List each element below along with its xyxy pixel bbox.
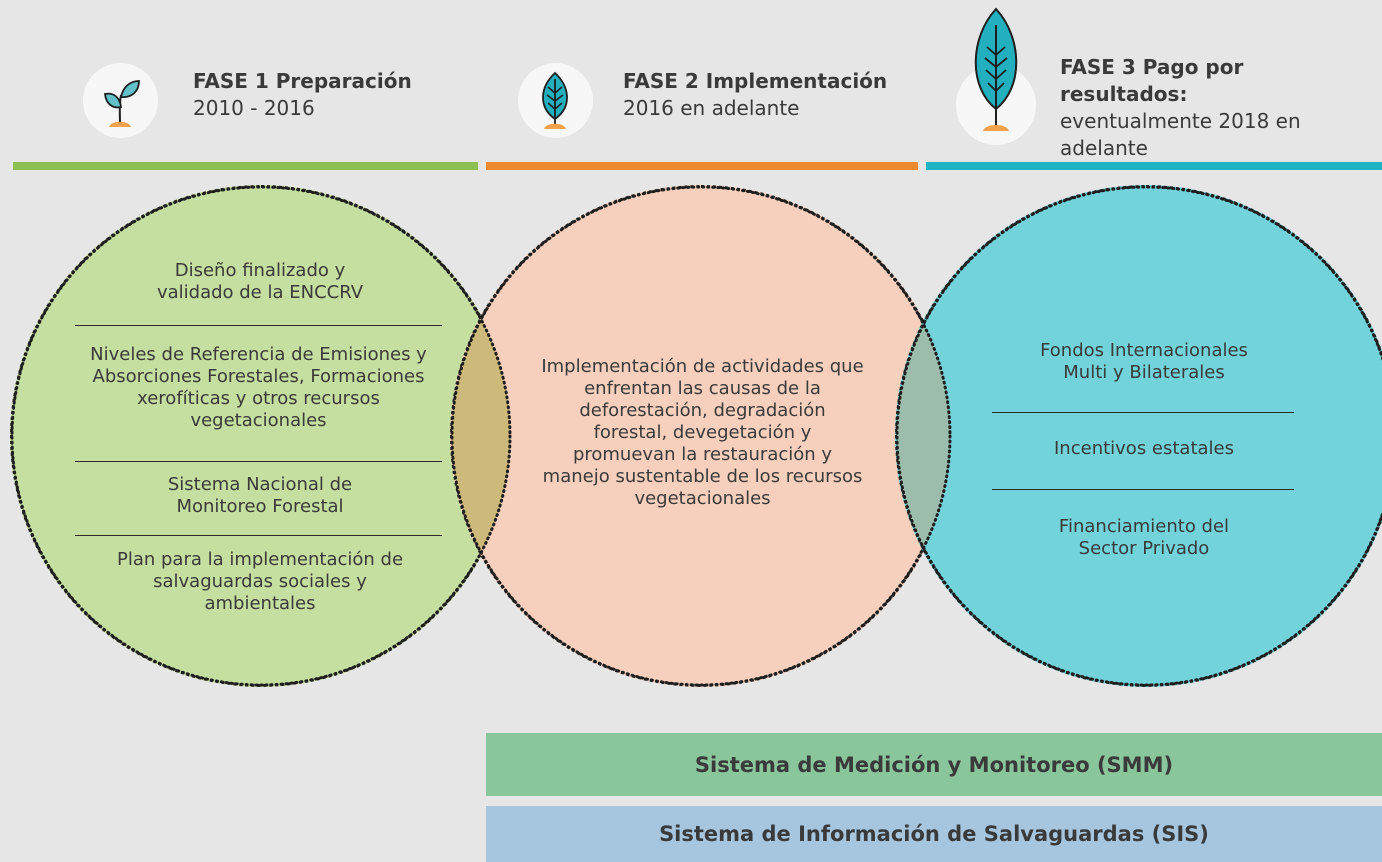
phase-2-text: FASE 2 Implementación 2016 en adelante: [623, 68, 887, 122]
phase-dates: 2016 en adelante: [623, 96, 800, 120]
leaf-icon: [518, 63, 593, 138]
right-item-3: Financiamiento del Sector Privado: [1058, 516, 1230, 559]
sis-bar: Sistema de Información de Salvaguardas (…: [486, 806, 1382, 862]
phase-1-bar: [13, 162, 478, 170]
sprout-icon: [83, 63, 158, 138]
phase-2-bar: [486, 162, 918, 170]
left-divider-3: [75, 535, 442, 536]
right-divider-1: [992, 412, 1294, 413]
phase-3-bar: [926, 162, 1382, 170]
middle-text: Implementación de actividades que enfren…: [541, 356, 864, 509]
left-item-4: Plan para la implementación de salvaguar…: [116, 549, 404, 614]
smm-bar: Sistema de Medición y Monitoreo (SMM): [486, 733, 1382, 796]
right-item-2: Incentivos estatales: [1054, 438, 1234, 459]
phase-3-circle: [895, 185, 1382, 687]
phase-title: FASE 2 Implementación: [623, 69, 888, 93]
left-item-2: Niveles de Referencia de Emisiones y Abs…: [90, 344, 427, 431]
phase-3-text: FASE 3 Pago por resultados: eventualment…: [1060, 54, 1340, 162]
phase-title: FASE 3 Pago por resultados:: [1060, 55, 1244, 106]
left-item-1: Diseño finalizado y validado de la ENCCR…: [156, 260, 364, 303]
left-divider-1: [75, 325, 442, 326]
tree-icon: [956, 7, 1036, 145]
phase-title: FASE 1 Preparación: [193, 69, 412, 93]
phase-1-text: FASE 1 Preparación 2010 - 2016: [193, 68, 412, 122]
phase-dates: eventualmente 2018 en adelante: [1060, 109, 1301, 160]
phase-dates: 2010 - 2016: [193, 96, 315, 120]
right-divider-2: [992, 489, 1294, 490]
left-divider-2: [75, 461, 442, 462]
right-item-1: Fondos Internacionales Multi y Bilateral…: [1040, 340, 1248, 383]
left-item-3: Sistema Nacional de Monitoreo Forestal: [167, 474, 353, 517]
